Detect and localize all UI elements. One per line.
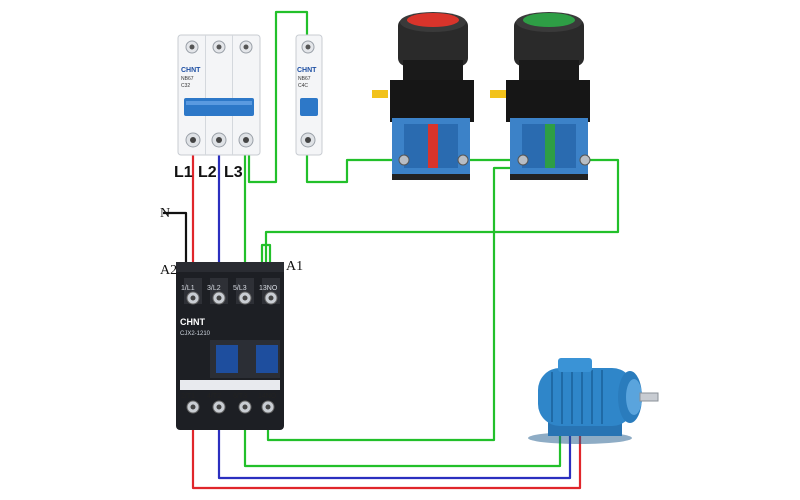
- label-l2: L2: [198, 164, 217, 181]
- contactor-term-3l2: 3/L2: [207, 285, 221, 292]
- stop-push-button[interactable]: [372, 12, 474, 180]
- label-a1: A1: [286, 259, 303, 274]
- breaker-1p: CHNT NB67 C4C: [295, 34, 323, 156]
- contactor-term-1l1: 1/L1: [181, 285, 195, 292]
- wire-l3-to-fuse: [247, 10, 309, 184]
- start-push-button[interactable]: [490, 12, 591, 180]
- contactor-top-terminals: [184, 278, 280, 305]
- breaker-1p-model: NB67: [298, 76, 311, 82]
- breaker-1p-brand: CHNT: [297, 67, 317, 74]
- wire-neutral: [163, 211, 188, 262]
- wire-l2-motor: [217, 410, 572, 480]
- breaker-3p: CHNT NB67 C32: [177, 34, 261, 156]
- wire-l3-motor: [243, 410, 562, 468]
- wires: [163, 10, 620, 490]
- contactor-term-5l3: 5/L3: [233, 285, 247, 292]
- breaker-1p-handle[interactable]: [300, 98, 318, 116]
- breaker-3p-handle[interactable]: [184, 98, 254, 116]
- label-a2: A2: [160, 263, 177, 278]
- label-l1: L1: [174, 164, 193, 181]
- contactor-bottom-terminals: [186, 400, 275, 414]
- contactor-model: CJX2-1210: [180, 331, 211, 337]
- contactor-term-6t3: 6/T3: [233, 393, 247, 400]
- contactor-term-13no: 13NO: [259, 285, 278, 292]
- three-phase-motor: [528, 358, 659, 444]
- start-button-cap[interactable]: [523, 13, 575, 27]
- breaker-3p-model: NB67: [181, 76, 194, 82]
- wire-holding-14: [266, 166, 523, 442]
- wire-start-to-a1: [264, 158, 620, 263]
- breaker-3p-rating: C32: [181, 83, 190, 89]
- contactor: 1/L1 3/L2 5/L3 13NO CHNT CJX2-1210 2/T1 …: [176, 262, 284, 430]
- contactor-brand: CHNT: [180, 317, 205, 327]
- wire-a1-loop: [260, 243, 272, 268]
- stop-button-cap[interactable]: [407, 13, 459, 27]
- label-l3: L3: [224, 164, 243, 181]
- contactor-term-2t1: 2/T1: [181, 393, 195, 400]
- label-n: N: [160, 206, 170, 221]
- contactor-term-14no: 14NO: [258, 393, 277, 400]
- wire-fuse-to-stop: [305, 148, 404, 184]
- breaker-3p-brand: CHNT: [181, 67, 201, 74]
- contactor-term-4t2: 4/T2: [207, 393, 221, 400]
- wire-l1-motor: [191, 410, 582, 490]
- breaker-1p-rating: C4C: [298, 83, 308, 89]
